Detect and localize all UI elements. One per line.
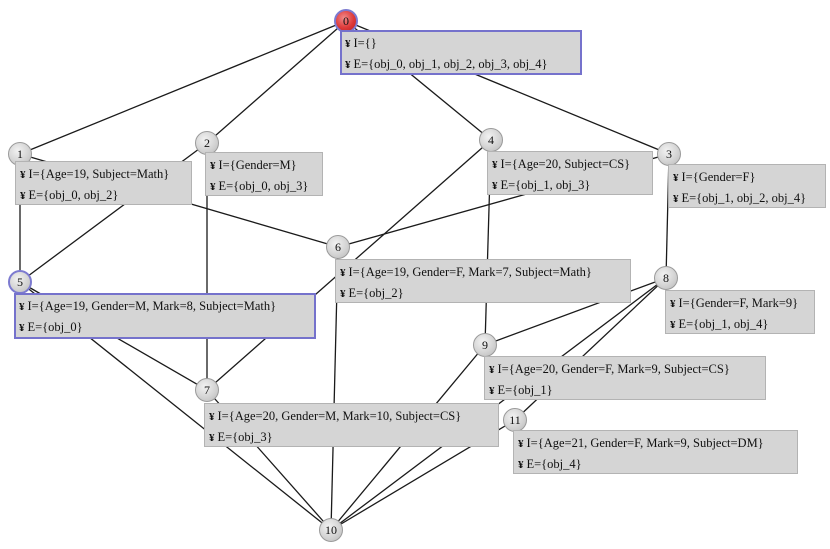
concept-marker-icon: ¥ bbox=[340, 267, 346, 279]
concept-marker-icon: ¥ bbox=[210, 160, 216, 172]
concept-intent: I={Age=19, Subject=Math} bbox=[28, 167, 170, 181]
concept-marker-icon: ¥ bbox=[670, 298, 676, 310]
concept-extent: E={obj_4} bbox=[526, 457, 582, 471]
concept-extent: E={obj_0, obj_2} bbox=[28, 188, 119, 202]
concept-box-6[interactable]: ¥I={Age=19, Gender=F, Mark=7, Subject=Ma… bbox=[335, 259, 631, 303]
concept-extent: E={obj_0, obj_1, obj_2, obj_3, obj_4} bbox=[353, 57, 548, 71]
concept-marker-icon: ¥ bbox=[210, 181, 216, 193]
concept-marker-icon: ¥ bbox=[673, 193, 679, 205]
concept-box-4[interactable]: ¥I={Age=20, Subject=CS} ¥E={obj_1, obj_3… bbox=[487, 151, 653, 195]
concept-intent: I={Age=20, Subject=CS} bbox=[500, 157, 631, 171]
concept-intent: I={} bbox=[353, 36, 377, 50]
concept-intent: I={Gender=F, Mark=9} bbox=[678, 296, 799, 310]
concept-box-11[interactable]: ¥I={Age=21, Gender=F, Mark=9, Subject=DM… bbox=[513, 430, 798, 474]
lattice-node-10[interactable]: 10 bbox=[319, 518, 343, 542]
concept-marker-icon: ¥ bbox=[20, 169, 26, 181]
concept-extent: E={obj_1, obj_2, obj_4} bbox=[681, 191, 807, 205]
concept-marker-icon: ¥ bbox=[345, 59, 351, 71]
concept-box-8[interactable]: ¥I={Gender=F, Mark=9} ¥E={obj_1, obj_4} bbox=[665, 290, 815, 334]
concept-box-1[interactable]: ¥I={Age=19, Subject=Math} ¥E={obj_0, obj… bbox=[15, 161, 192, 205]
edge-0-2 bbox=[206, 20, 347, 144]
concept-marker-icon: ¥ bbox=[19, 322, 25, 334]
lattice-node-8[interactable]: 8 bbox=[654, 266, 678, 290]
edge-0-1 bbox=[19, 20, 347, 155]
concept-box-9[interactable]: ¥I={Age=20, Gender=F, Mark=9, Subject=CS… bbox=[484, 356, 766, 400]
concept-marker-icon: ¥ bbox=[492, 180, 498, 192]
concept-extent: E={obj_2} bbox=[348, 286, 404, 300]
concept-intent: I={Age=19, Gender=F, Mark=7, Subject=Mat… bbox=[348, 265, 592, 279]
concept-marker-icon: ¥ bbox=[489, 364, 495, 376]
concept-marker-icon: ¥ bbox=[209, 411, 215, 423]
concept-marker-icon: ¥ bbox=[345, 38, 351, 50]
edge-8-9 bbox=[484, 277, 667, 346]
lattice-node-3[interactable]: 3 bbox=[657, 142, 681, 166]
concept-marker-icon: ¥ bbox=[340, 288, 346, 300]
lattice-node-5[interactable]: 5 bbox=[8, 270, 32, 294]
lattice-node-4[interactable]: 4 bbox=[479, 128, 503, 152]
concept-intent: I={Age=21, Gender=F, Mark=9, Subject=DM} bbox=[526, 436, 764, 450]
concept-marker-icon: ¥ bbox=[19, 301, 25, 313]
concept-intent: I={Gender=F} bbox=[681, 170, 756, 184]
concept-extent: E={obj_3} bbox=[217, 430, 273, 444]
concept-box-7[interactable]: ¥I={Age=20, Gender=M, Mark=10, Subject=C… bbox=[204, 403, 499, 447]
concept-intent: I={Age=20, Gender=M, Mark=10, Subject=CS… bbox=[217, 409, 462, 423]
concept-box-2[interactable]: ¥I={Gender=M} ¥E={obj_0, obj_3} bbox=[205, 152, 323, 196]
concept-intent: I={Age=19, Gender=M, Mark=8, Subject=Mat… bbox=[27, 299, 277, 313]
lattice-node-7[interactable]: 7 bbox=[195, 378, 219, 402]
lattice-node-6[interactable]: 6 bbox=[326, 235, 350, 259]
concept-extent: E={obj_0} bbox=[27, 320, 83, 334]
lattice-node-11[interactable]: 11 bbox=[503, 408, 527, 432]
concept-extent: E={obj_1, obj_3} bbox=[500, 178, 591, 192]
concept-intent: I={Gender=M} bbox=[218, 158, 297, 172]
concept-marker-icon: ¥ bbox=[518, 438, 524, 450]
lattice-node-9[interactable]: 9 bbox=[473, 333, 497, 357]
concept-intent: I={Age=20, Gender=F, Mark=9, Subject=CS} bbox=[497, 362, 730, 376]
concept-marker-icon: ¥ bbox=[209, 432, 215, 444]
concept-extent: E={obj_1} bbox=[497, 383, 553, 397]
concept-box-0[interactable]: ¥I={} ¥E={obj_0, obj_1, obj_2, obj_3, ob… bbox=[340, 30, 582, 75]
concept-box-3[interactable]: ¥I={Gender=F} ¥E={obj_1, obj_2, obj_4} bbox=[668, 164, 826, 208]
concept-marker-icon: ¥ bbox=[670, 319, 676, 331]
concept-marker-icon: ¥ bbox=[20, 190, 26, 202]
concept-box-5[interactable]: ¥I={Age=19, Gender=M, Mark=8, Subject=Ma… bbox=[14, 293, 316, 339]
concept-marker-icon: ¥ bbox=[673, 172, 679, 184]
lattice-node-2[interactable]: 2 bbox=[195, 131, 219, 155]
concept-marker-icon: ¥ bbox=[492, 159, 498, 171]
concept-marker-icon: ¥ bbox=[518, 459, 524, 471]
concept-extent: E={obj_1, obj_4} bbox=[678, 317, 769, 331]
concept-extent: E={obj_0, obj_3} bbox=[218, 179, 309, 193]
concept-marker-icon: ¥ bbox=[489, 385, 495, 397]
